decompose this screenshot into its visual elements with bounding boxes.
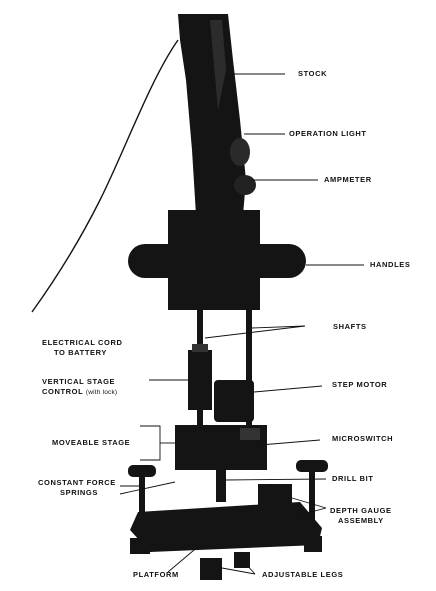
label-platform: PLATFORM (133, 570, 179, 579)
label-ampmeter: AMPMETER (324, 175, 372, 184)
leader-shafts-a (204, 325, 306, 339)
leader-drill-bit (225, 478, 327, 481)
label-step-motor: STEP MOTOR (332, 380, 388, 389)
operation-light (230, 138, 250, 166)
label-adjustable-legs: ADJUSTABLE LEGS (262, 570, 344, 579)
leader-depth-gauge-a (291, 497, 327, 509)
shaft-right (246, 306, 252, 438)
label-drill-bit: DRILL BIT (332, 474, 374, 483)
ampmeter (234, 175, 256, 195)
adjustable-leg-center (200, 558, 222, 580)
leader-legs-a (221, 567, 256, 575)
spring-cap-left (128, 465, 156, 477)
spring-post-left (139, 477, 145, 522)
label-electrical-cord: ELECTRICAL CORD TO BATTERY (42, 338, 123, 357)
stock (178, 14, 246, 215)
stock-highlight (210, 20, 226, 110)
handles (128, 244, 306, 278)
adjustable-leg-left (130, 538, 150, 554)
spring-post-right (309, 472, 315, 522)
label-depth-gauge-assembly: DEPTH GAUGE ASSEMBLY (330, 506, 392, 525)
label-vertical-stage-control: VERTICAL STAGE CONTROL (with lock) (42, 377, 118, 396)
drill-bit (216, 466, 226, 502)
label-moveable-stage: MOVEABLE STAGE (52, 438, 131, 447)
leader-depth-gauge-b (299, 507, 327, 516)
label-constant-force-springs: CONSTANT FORCE SPRINGS (38, 478, 116, 497)
adjustable-leg-right (304, 536, 322, 552)
spring-cap-right (296, 460, 328, 472)
leader-legs-b (243, 561, 256, 575)
leader-microswitch (259, 439, 321, 446)
leader-step-motor (253, 385, 323, 393)
label-handles: HANDLES (370, 260, 411, 269)
electrical-cord (31, 39, 179, 313)
step-motor (214, 380, 254, 422)
vertical-stage-line2: CONTROL (with lock) (42, 387, 118, 396)
leader-shafts-b (251, 325, 306, 329)
depth-gauge-assembly (258, 484, 292, 506)
leader-platform (167, 544, 201, 573)
microswitch (240, 428, 260, 440)
leader-lines (119, 73, 364, 575)
stage-control-knob (192, 344, 208, 352)
label-operation-light: OPERATION LIGHT (289, 129, 367, 138)
leader-moveable-stage (140, 425, 161, 461)
platform (130, 502, 322, 552)
label-shafts: SHAFTS (333, 322, 367, 331)
label-stock: STOCK (298, 69, 328, 78)
vertical-stage-control (188, 350, 212, 410)
leader-springs-b (119, 481, 176, 495)
label-microswitch: MICROSWITCH (332, 434, 394, 443)
